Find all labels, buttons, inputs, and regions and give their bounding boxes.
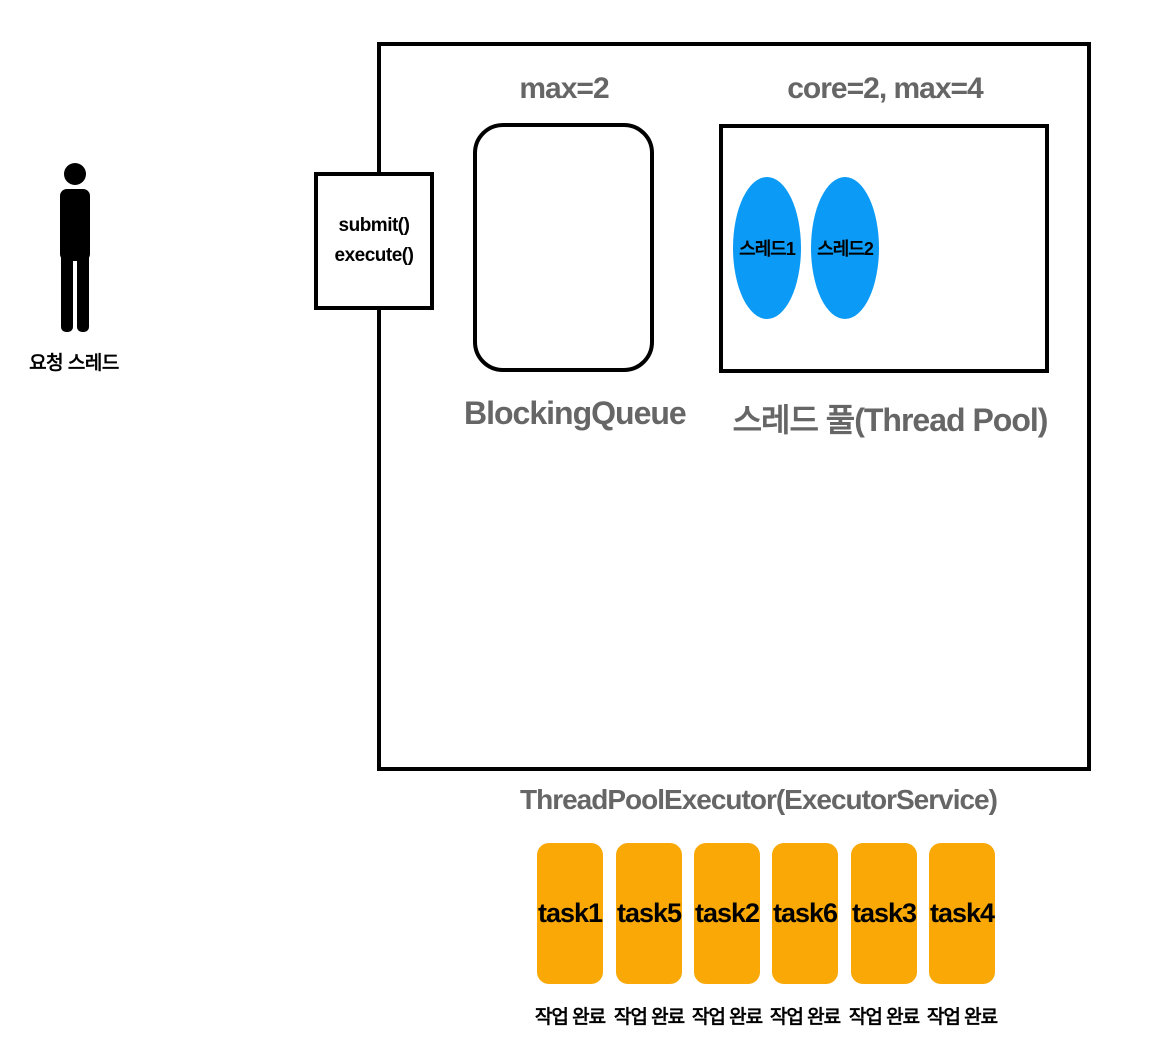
task-card: task5 xyxy=(616,843,682,984)
blocking-queue xyxy=(473,123,654,372)
submit-method: submit() xyxy=(338,215,410,236)
task-status: 작업 완료 xyxy=(926,1007,998,1028)
executor-label: ThreadPoolExecutor(ExecutorService) xyxy=(520,784,998,815)
task-status: 작업 완료 xyxy=(691,1007,763,1028)
task-status: 작업 완료 xyxy=(848,1007,920,1028)
task-card: task6 xyxy=(772,843,838,984)
task-status: 작업 완료 xyxy=(769,1007,841,1028)
thread-2: 스레드2 xyxy=(811,177,879,319)
execute-method: execute() xyxy=(334,245,414,266)
task-card: task4 xyxy=(929,843,995,984)
task-card: task1 xyxy=(537,843,603,984)
pool-label: 스레드 풀(Thread Pool) xyxy=(732,402,1049,438)
pool-capacity: core=2, max=4 xyxy=(787,72,984,105)
task-card: task3 xyxy=(851,843,917,984)
task-status: 작업 완료 xyxy=(534,1007,606,1028)
person-icon xyxy=(60,163,90,332)
task-card: task2 xyxy=(694,843,760,984)
queue-capacity: max=2 xyxy=(519,72,609,105)
requester-label: 요청 스레드 xyxy=(29,353,119,374)
queue-label: BlockingQueue xyxy=(464,395,687,431)
thread-1: 스레드1 xyxy=(733,177,801,319)
submit-box: submit() execute() xyxy=(314,172,434,310)
task-status: 작업 완료 xyxy=(613,1007,685,1028)
